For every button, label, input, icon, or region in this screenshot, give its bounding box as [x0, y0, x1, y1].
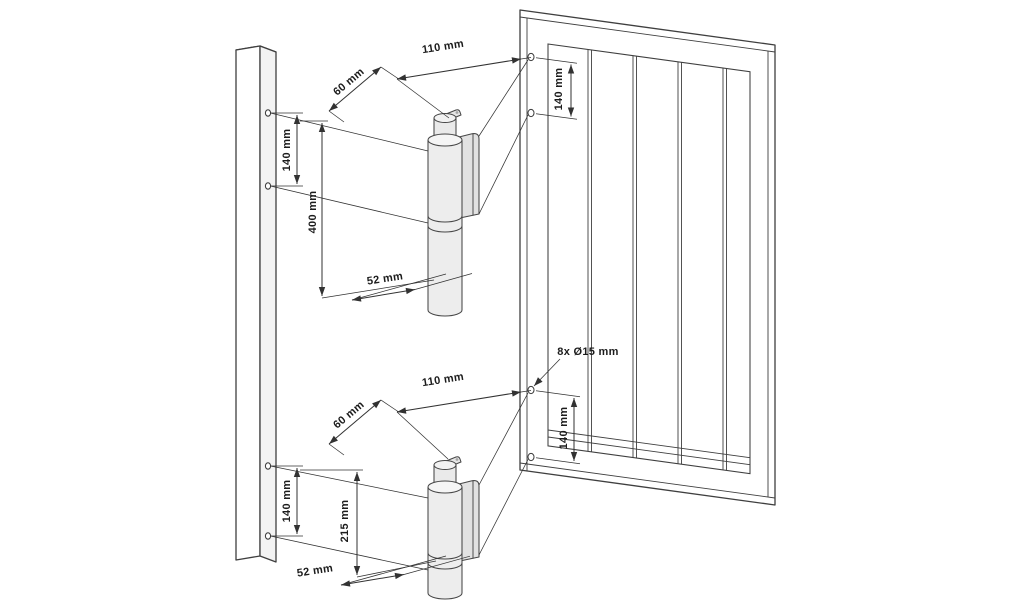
- gate-bottom-rail: [547, 429, 751, 459]
- gate-hole: [527, 108, 535, 118]
- dim-line-upper-52: [351, 287, 416, 302]
- projection-lines: [270, 59, 529, 571]
- gate-hole: [527, 452, 535, 462]
- hinge-body: [427, 140, 463, 317]
- gate-slats: [587, 49, 727, 471]
- post-hole: [264, 462, 272, 470]
- post-front-face: [235, 45, 261, 561]
- gate-frame: [519, 9, 776, 506]
- post-hole: [264, 532, 272, 540]
- post-hole: [264, 182, 272, 190]
- dim-line-lower-110: [396, 390, 522, 414]
- dimensions-lower: [270, 390, 581, 587]
- gate-hole: [527, 52, 535, 62]
- dim-line-lower-60: [328, 399, 382, 445]
- gate-inner-panel: [547, 43, 751, 475]
- dim-line-upper-60: [328, 66, 382, 112]
- post: [235, 45, 277, 563]
- hinge-lower: [427, 456, 480, 600]
- post-side-face: [259, 45, 277, 563]
- hinge-upper: [427, 109, 480, 317]
- drill-note-leader: [533, 358, 561, 387]
- dim-line-lower-52: [340, 572, 405, 587]
- post-hole: [264, 109, 272, 117]
- dimensions-upper: [270, 57, 578, 302]
- gate: [519, 9, 776, 506]
- dim-line-upper-110: [396, 57, 522, 81]
- hinge-body: [427, 487, 463, 600]
- gate-hole: [527, 385, 535, 395]
